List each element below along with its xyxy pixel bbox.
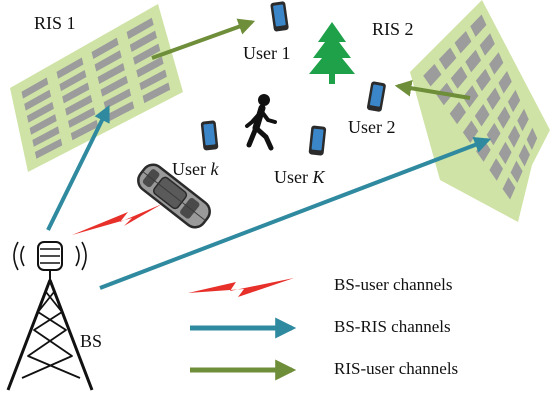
ris-element	[498, 71, 512, 94]
ris-element	[59, 70, 87, 92]
ris-element	[106, 101, 135, 122]
ris-element	[65, 94, 93, 116]
pedestrian-icon	[245, 94, 277, 151]
user1-label: User 1	[243, 43, 291, 63]
ris-element	[68, 107, 96, 128]
ris-element	[450, 66, 468, 89]
ris-panel-icon	[410, 0, 550, 222]
ris-element	[103, 88, 132, 110]
ris1-to-user1-arrow	[151, 18, 256, 60]
ris-element	[526, 127, 538, 150]
ris-element	[517, 108, 529, 132]
phone-icon	[366, 81, 386, 112]
ris-element	[142, 82, 171, 104]
ris-element	[470, 14, 487, 37]
bs-user-signal-icon	[72, 204, 162, 235]
phone-icon	[270, 1, 289, 32]
ris-element	[26, 101, 54, 123]
ris-element	[510, 160, 523, 183]
ris-element	[94, 50, 122, 72]
legend-bs-user-label: BS-user channels	[334, 275, 453, 294]
ris-element	[462, 120, 479, 143]
ris-element	[498, 141, 512, 165]
bs-to-ris1-arrow	[46, 104, 110, 231]
bs-to-ris2-arrow	[99, 136, 492, 290]
userK-prefix: User	[274, 167, 313, 187]
ris-element	[489, 158, 503, 181]
ris-element	[474, 104, 490, 127]
ris-panel-icon	[10, 4, 183, 172]
userK-index: K	[312, 167, 325, 187]
ris-element	[100, 75, 128, 97]
ris-element	[479, 33, 495, 56]
ris-element	[56, 57, 84, 79]
phone-icon	[200, 120, 219, 151]
ris-element	[126, 17, 154, 40]
userK-label: User K	[274, 168, 325, 186]
ris-element	[502, 177, 516, 200]
car-icon	[137, 163, 211, 229]
ris-element	[91, 37, 119, 59]
ris-element	[129, 30, 157, 52]
legend-ris-user-label: RIS-user channels	[334, 359, 459, 378]
ris2-label: RIS 2	[372, 19, 414, 39]
ris-element	[136, 56, 164, 78]
userk-prefix: User	[172, 159, 211, 179]
ris-element	[507, 89, 521, 113]
ris1-label: RIS 1	[34, 13, 76, 33]
ris-element	[454, 31, 472, 54]
ris-element	[29, 114, 57, 135]
ris-element	[97, 63, 125, 84]
ris-element	[475, 68, 491, 92]
ris-element	[133, 43, 161, 65]
ris-element	[62, 82, 90, 104]
ris-element	[518, 144, 530, 167]
phone-icon	[308, 125, 327, 156]
user2-label: User 2	[348, 117, 396, 137]
userk-index: k	[210, 159, 219, 179]
ris-element	[449, 101, 466, 125]
ris-element	[508, 125, 521, 148]
base-station-tower-icon	[6, 241, 94, 391]
legend-bs-user-icon	[188, 278, 294, 297]
ris2-to-user2-arrow	[394, 79, 471, 100]
ris-element	[465, 49, 482, 73]
legend-bs-ris-label: BS-RIS channels	[334, 317, 451, 336]
ris-element	[70, 119, 99, 141]
ris-element	[438, 47, 457, 70]
tree-icon	[309, 22, 355, 84]
ris-element	[489, 52, 504, 75]
ris-element	[423, 64, 442, 87]
ris-element	[32, 126, 60, 147]
bs-label: BS	[80, 331, 103, 351]
ris-element	[486, 87, 501, 110]
ris-element	[139, 69, 167, 91]
ris-element	[21, 77, 49, 99]
userk-label: User k	[172, 160, 219, 178]
ris-element	[497, 106, 511, 129]
ris-element	[24, 89, 52, 111]
ris-element	[34, 138, 63, 159]
ris-element	[462, 85, 479, 108]
